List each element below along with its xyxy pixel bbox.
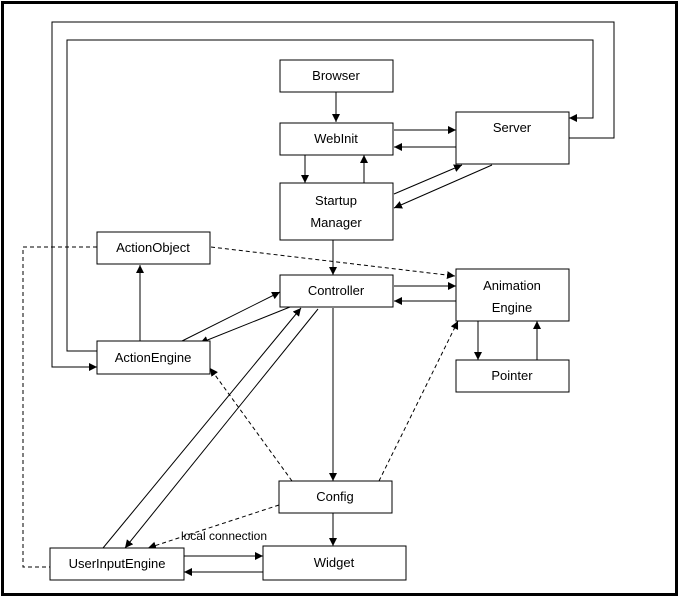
node-pointer-label: Pointer — [491, 368, 533, 383]
edge-config-actionengine — [209, 367, 293, 482]
dashed-edges — [22, 246, 459, 568]
edge-actionengine-server-loop — [66, 39, 594, 352]
edge-config-userinput — [147, 504, 280, 550]
edge-actionobject-animation — [210, 246, 456, 280]
edge-server-startup — [393, 164, 493, 209]
edge-server-actionengine-loop — [51, 21, 615, 371]
edge-actionengine-controller — [181, 291, 281, 342]
node-server — [455, 111, 570, 165]
node-userinputengine-label: UserInputEngine — [69, 556, 166, 571]
node-actionobject-label: ActionObject — [116, 240, 190, 255]
node-actionengine-label: ActionEngine — [115, 350, 192, 365]
local-connection-label: local connection — [181, 529, 267, 543]
node-browser-label: Browser — [312, 68, 360, 83]
edge-startup-server — [393, 164, 463, 195]
node-actionobject — [96, 231, 211, 265]
node-browser — [279, 59, 394, 93]
node-animation-label-line1: Animation — [483, 278, 541, 293]
edge-controller-userinput — [124, 308, 319, 549]
node-pointer — [455, 359, 570, 393]
node-startup-manager — [279, 182, 394, 241]
edge-config-animation — [378, 320, 459, 482]
edge-userinput-controller — [102, 307, 302, 549]
node-startup-label-line1: Startup — [315, 193, 357, 208]
edge-controller-actionengine — [199, 306, 291, 344]
node-actionengine — [96, 340, 211, 375]
node-userinputengine — [49, 547, 185, 581]
node-animation-engine — [455, 268, 570, 322]
edge-actionobject-userinput-loop — [22, 246, 97, 568]
node-widget-label: Widget — [314, 555, 355, 570]
solid-edges — [51, 21, 615, 576]
node-animation-label-line2: Engine — [492, 300, 532, 315]
node-controller — [279, 274, 394, 308]
node-webinit — [279, 122, 394, 156]
node-startup-label-line2: Manager — [310, 215, 362, 230]
node-widget — [262, 545, 407, 581]
node-config — [278, 480, 393, 514]
node-webinit-label: WebInit — [314, 131, 358, 146]
node-config-label: Config — [316, 489, 354, 504]
node-server-label: Server — [493, 120, 532, 135]
node-controller-label: Controller — [308, 283, 365, 298]
